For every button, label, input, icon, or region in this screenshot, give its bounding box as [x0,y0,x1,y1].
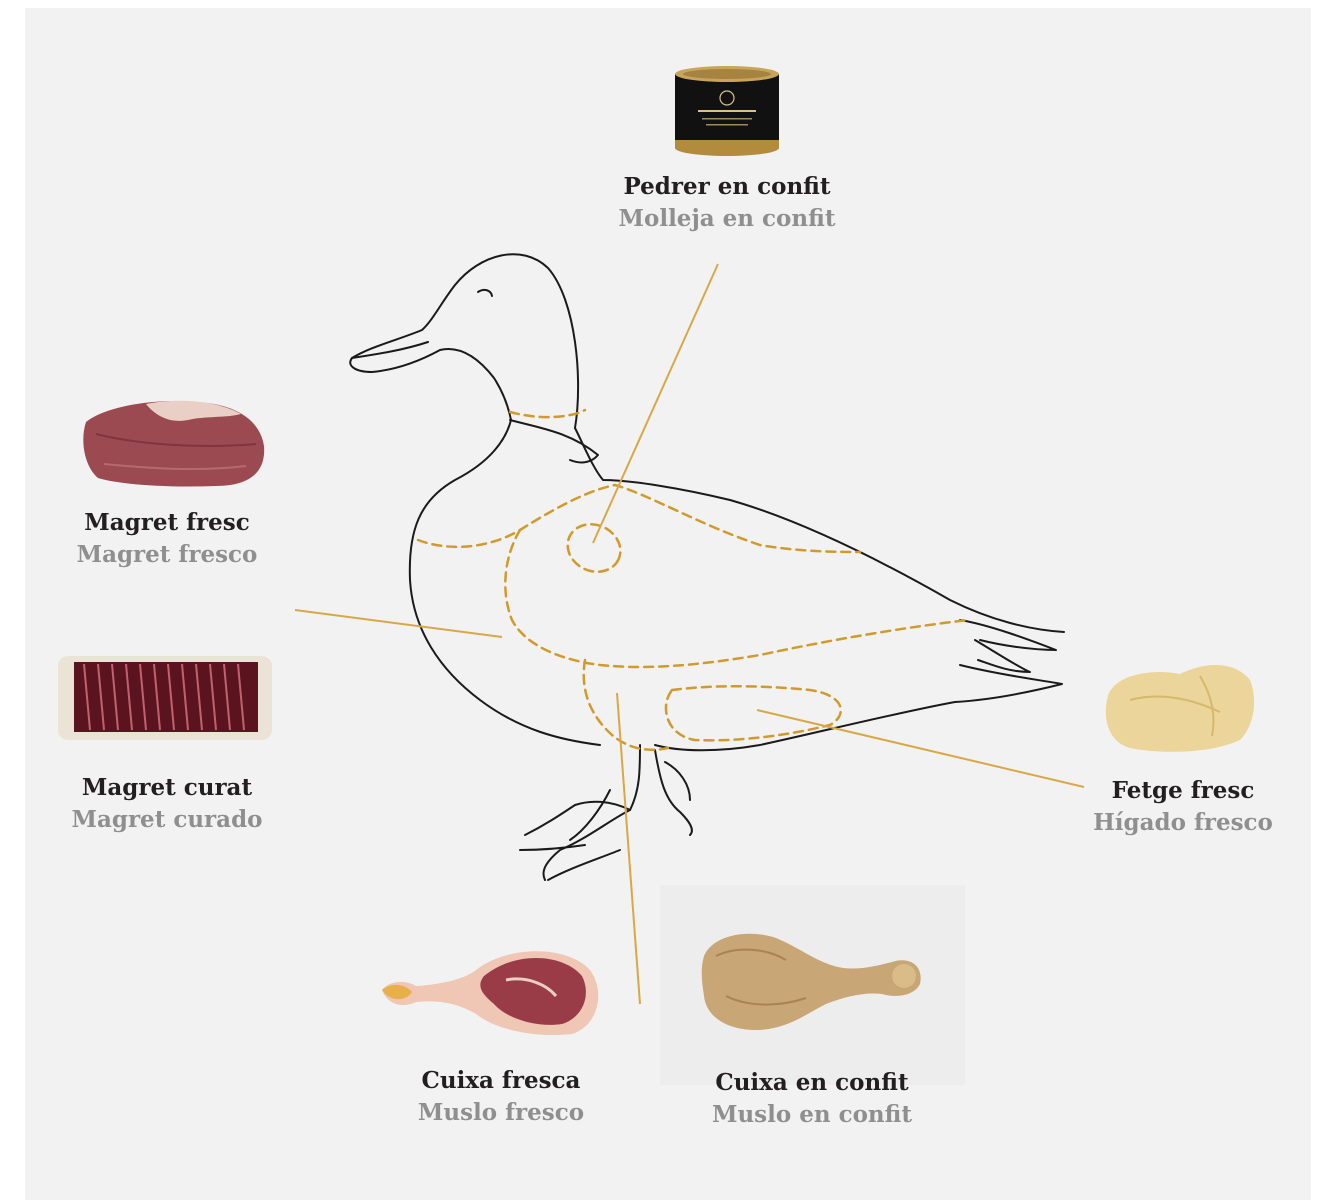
label-cuixa-confit-es: Muslo en confit [652,1099,972,1131]
label-fetge-ca: Fetge fresc [1023,775,1326,807]
label-magret-curat-es: Magret curado [7,804,327,836]
label-cuixa-confit: Cuixa en confit Muslo en confit [652,1067,972,1131]
label-magret-curat-ca: Magret curat [7,772,327,804]
label-cuixa-fresca: Cuixa fresca Muslo fresco [341,1065,661,1129]
label-pedrer: Pedrer en confit Molleja en confit [567,171,887,235]
label-cuixa-fresca-es: Muslo fresco [341,1097,661,1129]
cured-duck-breast-slices-image [54,652,276,744]
leader-line-magret [295,610,502,637]
label-pedrer-es: Molleja en confit [567,203,887,235]
gizzard-confit-tin-image [668,62,786,160]
cut-outlines [418,410,968,750]
label-fetge-es: Hígado fresco [1023,807,1326,839]
fresh-foie-gras-liver-image [1100,656,1260,756]
label-magret-fresc: Magret fresc Magret fresco [7,507,327,571]
label-fetge: Fetge fresc Hígado fresco [1023,775,1326,839]
label-cuixa-fresca-ca: Cuixa fresca [341,1065,661,1097]
duck-outline [350,254,1064,880]
leader-line-cuixa [617,693,640,1004]
label-pedrer-ca: Pedrer en confit [567,171,887,203]
label-cuixa-confit-ca: Cuixa en confit [652,1067,972,1099]
label-magret-curat: Magret curat Magret curado [7,772,327,836]
fresh-duck-breast-image [76,394,272,490]
fresh-duck-leg-image [376,940,606,1040]
label-magret-fresc-es: Magret fresco [7,539,327,571]
label-magret-fresc-ca: Magret fresc [7,507,327,539]
duck-leg-confit-image [696,926,928,1034]
